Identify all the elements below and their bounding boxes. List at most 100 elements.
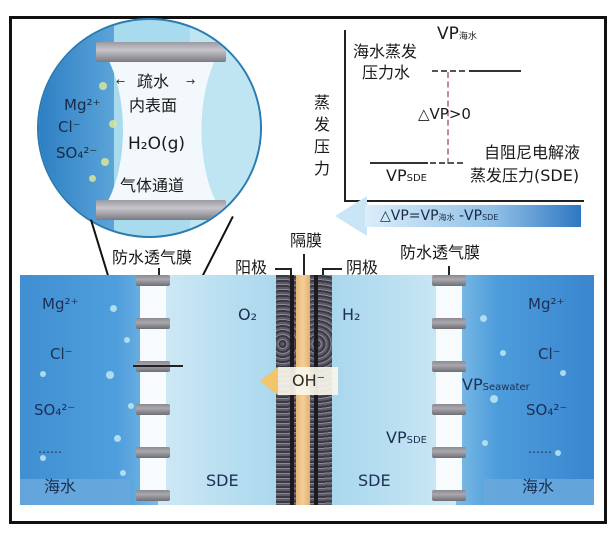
membrane-left <box>136 275 170 505</box>
seawater-pressure-label-1: 海水蒸发 <box>353 42 418 61</box>
membrane-pore <box>140 329 166 361</box>
right-ion-ellipsis: …… <box>528 442 552 456</box>
right-ion-cl: Cl⁻ <box>538 345 561 363</box>
sde-pressure-label-1: 自阻尼电解液 <box>484 143 581 162</box>
arrow-right-icon: → <box>186 75 196 88</box>
bubble <box>124 337 130 343</box>
right-ion-mg: Mg²⁺ <box>528 295 565 313</box>
water-vapor-label: H₂O(g) <box>128 134 186 154</box>
vp-subscript: SDE <box>406 173 427 184</box>
pressure-arrow-head-icon <box>335 196 367 236</box>
vp-sde-label: VPSDE <box>386 168 427 184</box>
membrane-bar <box>136 447 170 458</box>
bubble <box>128 403 134 409</box>
hydroxide-arrow-icon <box>260 367 278 395</box>
bubble <box>110 305 117 312</box>
formula-subscript: 海水 <box>438 213 455 222</box>
formula-part: △VP=VP <box>380 208 439 224</box>
seawater-left-region <box>20 275 158 505</box>
vp-text: VP <box>437 24 459 44</box>
delta-dashed-line <box>447 72 449 164</box>
separator-leader <box>303 254 305 280</box>
ion-dot <box>89 175 96 182</box>
seawater-pressure-label-2: 压力水 <box>362 63 411 82</box>
magnifier-ion-so4: SO₄²⁻ <box>56 144 98 162</box>
seawater-right-band <box>484 479 594 505</box>
sde-level-dashed <box>430 162 463 164</box>
top-plate <box>96 42 226 62</box>
vp-subscript: SDE <box>406 435 427 446</box>
formula-part: -VP <box>454 208 483 224</box>
pressure-formula: △VP=VP海水 -VPSDE <box>380 209 498 223</box>
magnifier-ion-cl: Cl⁻ <box>58 118 81 136</box>
bubble <box>482 440 488 446</box>
seawater-right-region <box>456 275 594 505</box>
sde-right-region <box>328 275 456 505</box>
membrane-bar <box>432 404 466 415</box>
vp-text: VP <box>386 428 407 447</box>
bubble <box>560 370 566 376</box>
pressure-difference-arrow <box>365 205 581 227</box>
seawater-left-band <box>20 479 130 505</box>
membrane-right <box>432 275 466 505</box>
membrane-left-label: 防水透气膜 <box>112 248 193 267</box>
membrane-pore <box>436 286 462 318</box>
y-label-char: 力 <box>314 159 331 178</box>
membrane-bar <box>432 318 466 329</box>
vp-subscript: 海水 <box>458 32 477 42</box>
bubble <box>500 350 506 356</box>
bubble <box>40 371 46 377</box>
membrane-right-leader <box>448 266 450 278</box>
hydrophobic-label-2: 内表面 <box>129 96 178 115</box>
membrane-pore <box>140 415 166 447</box>
y-axis <box>344 30 346 202</box>
sde-pressure-label-2: 蒸发压力(SDE) <box>470 166 580 185</box>
membrane-bar <box>432 447 466 458</box>
ion-dot <box>99 82 107 90</box>
right-ion-so4: SO₄²⁻ <box>526 401 568 419</box>
vp-text: VP <box>386 166 407 185</box>
left-ion-mg: Mg²⁺ <box>42 295 79 313</box>
membrane-pore <box>436 458 462 490</box>
membrane-bar <box>136 318 170 329</box>
bubble <box>480 315 487 322</box>
y-label-char: 发 <box>314 115 331 134</box>
bubble <box>120 470 126 476</box>
ion-dot <box>109 120 117 128</box>
membrane-left-leader <box>158 268 160 280</box>
membrane-pore <box>140 286 166 318</box>
vp-seawater-cell-label: VPSeawater <box>462 377 530 393</box>
membrane-bar <box>432 361 466 372</box>
right-seawater-label: 海水 <box>522 477 555 496</box>
left-ion-so4: SO₄²⁻ <box>34 401 76 419</box>
pore-magnifier <box>37 18 262 238</box>
membrane-bar <box>136 404 170 415</box>
cathode-leader <box>322 268 342 270</box>
y-axis-label: 蒸 发 压 力 <box>314 92 332 180</box>
cathode-label: 阴极 <box>346 258 379 277</box>
hydroxide-label: OH⁻ <box>292 371 326 390</box>
left-ion-ellipsis: …… <box>38 442 62 456</box>
electrolysis-cell: OH⁻ Mg²⁺ Cl⁻ SO₄²⁻ …… 海水 Mg²⁺ Cl⁻ SO₄²⁻ … <box>20 275 594 505</box>
bubble <box>490 395 498 403</box>
hydrogen-label: H₂ <box>342 305 361 324</box>
sde-left-label: SDE <box>206 471 239 490</box>
anode-leader <box>275 268 291 270</box>
vp-sde-cell-label: VPSDE <box>386 430 427 446</box>
x-axis <box>344 200 584 202</box>
membrane-bar <box>136 275 170 286</box>
sde-level-line <box>370 162 428 164</box>
magnifier-callout-bottom <box>133 365 183 367</box>
formula-subscript: SDE <box>482 213 499 222</box>
sde-right-label: SDE <box>358 471 391 490</box>
left-ion-cl: Cl⁻ <box>50 345 73 363</box>
bubble <box>40 455 46 461</box>
membrane-pore <box>140 372 166 404</box>
hydrophobic-label-1: 疏水 <box>137 72 170 91</box>
gas-channel-label: 气体通道 <box>120 176 185 195</box>
membrane-pore <box>436 415 462 447</box>
membrane-right-label: 防水透气膜 <box>400 243 481 262</box>
oxygen-label: O₂ <box>238 305 258 324</box>
magnifier-ion-mg: Mg²⁺ <box>64 96 101 114</box>
bubble <box>555 450 561 456</box>
